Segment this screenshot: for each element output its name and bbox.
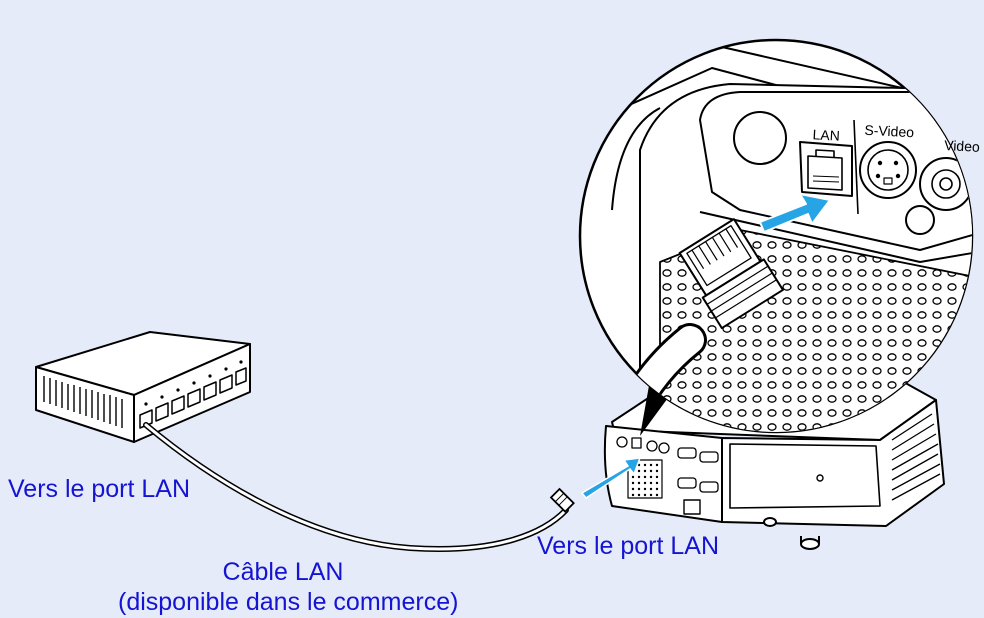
projector-port-label: Vers le port LAN	[537, 532, 720, 560]
zoom-label-video: Video	[944, 137, 981, 155]
zoom-label-svideo: S-Video	[864, 122, 915, 141]
hub-icon	[35, 331, 251, 443]
rj45-connector-icon	[549, 487, 575, 513]
cable-title: Câble LAN	[222, 558, 344, 586]
cable-note: (disponible dans le commerce)	[118, 588, 459, 616]
hub-port-label: Vers le port LAN	[8, 475, 191, 503]
cable-label: Câble LAN (disponible dans le commerce)	[118, 557, 459, 617]
rj45-connector-icon	[678, 218, 784, 330]
zoom-detail: LAN S-Video Video	[578, 38, 981, 434]
arrow-icon	[759, 193, 831, 233]
lan-cable-icon	[143, 422, 575, 552]
arrow-icon	[580, 457, 642, 500]
zoom-label-lan: LAN	[812, 126, 840, 143]
